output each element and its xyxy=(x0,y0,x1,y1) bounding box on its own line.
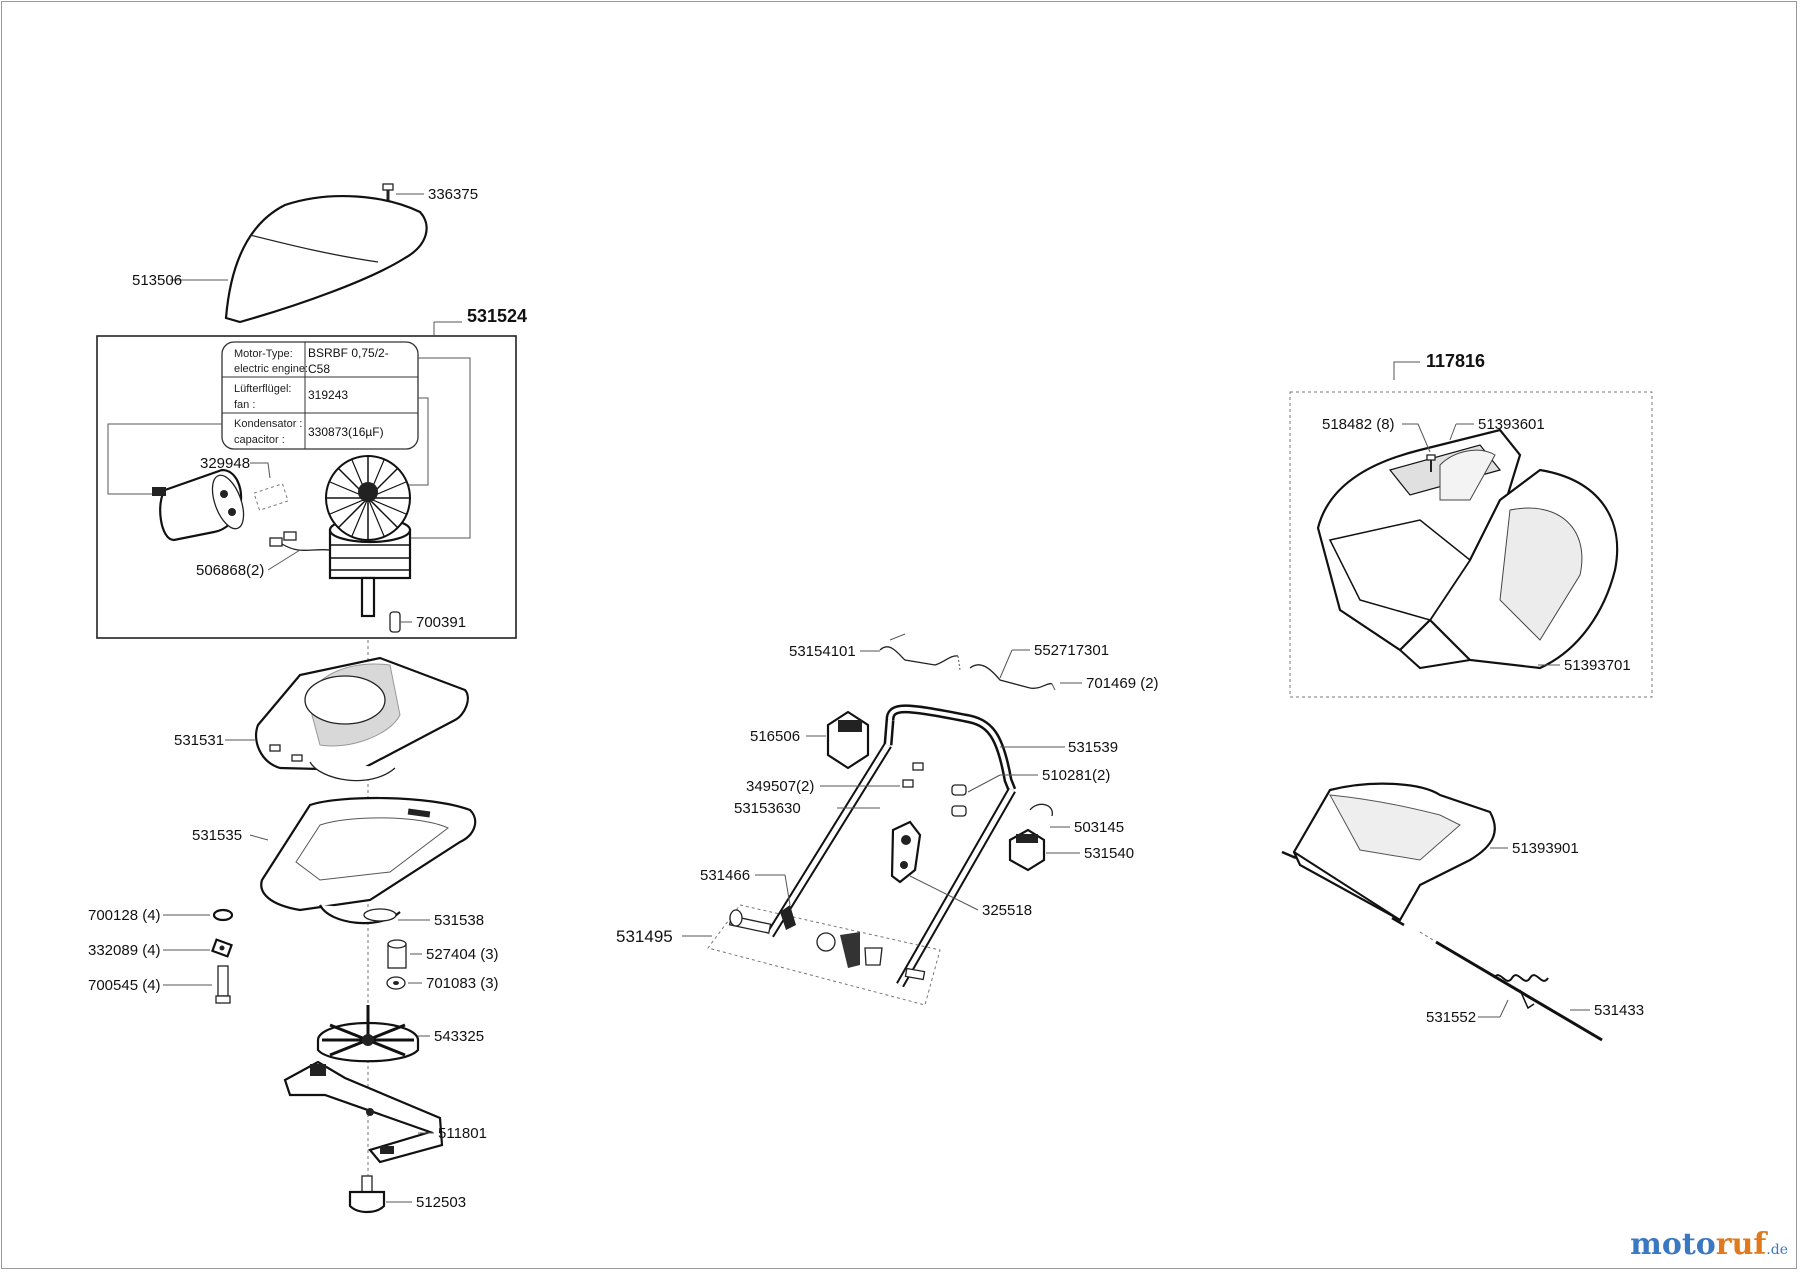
electric-motor xyxy=(325,455,412,618)
label-325518: 325518 xyxy=(982,902,1032,919)
block-516506 xyxy=(826,710,870,770)
clamp-assembly xyxy=(728,905,926,981)
label-512503: 512503 xyxy=(416,1194,466,1211)
brand-part2: ruf xyxy=(1715,1227,1767,1262)
label-531466: 531466 xyxy=(700,867,750,884)
motor-cover-513506 xyxy=(224,194,428,324)
clip-53154101 xyxy=(879,633,961,671)
label-531531: 531531 xyxy=(174,732,224,749)
capacitor xyxy=(152,468,245,542)
rod-531433 xyxy=(1435,940,1603,1042)
table-label-capacitor-en: capacitor : xyxy=(234,434,285,446)
brand-part1: moto xyxy=(1630,1227,1716,1262)
label-543325: 543325 xyxy=(434,1028,484,1045)
table-label-capacitor: Kondensator : xyxy=(234,418,303,430)
motor-housing-531531 xyxy=(254,656,469,782)
label-531539: 531539 xyxy=(1068,739,1118,756)
label-329948: 329948 xyxy=(200,455,250,472)
grass-catcher-bag xyxy=(1316,428,1619,670)
label-51393601: 51393601 xyxy=(1478,416,1545,433)
label-701083: 701083 (3) xyxy=(426,975,499,992)
motor-assembly-box xyxy=(96,335,517,639)
label-518482: 518482 (8) xyxy=(1322,416,1395,433)
label-53154101: 53154101 xyxy=(789,643,856,660)
spacer-527404 xyxy=(387,939,407,969)
motor-info-table: Motor-Type: electric engine: BSRBF 0,75/… xyxy=(221,341,419,450)
label-531540: 531540 xyxy=(1084,845,1134,862)
label-552717301: 552717301 xyxy=(1034,642,1109,659)
blade-511801 xyxy=(283,1060,444,1164)
deflector-51393901 xyxy=(1281,782,1496,927)
clip-552717301 xyxy=(969,664,1056,691)
label-531433: 531433 xyxy=(1594,1002,1644,1019)
connector-506868 xyxy=(269,531,331,552)
label-531495: 531495 xyxy=(616,927,673,946)
base-plate-531535 xyxy=(260,796,477,925)
table-label-electric-engine: electric engine: xyxy=(234,363,308,375)
bracket-325518 xyxy=(890,820,922,884)
label-511801: 511801 xyxy=(438,1125,487,1142)
label-531552: 531552 xyxy=(1426,1009,1476,1026)
label-51393901: 51393901 xyxy=(1512,840,1579,857)
table-label-fan-en: fan : xyxy=(234,399,255,411)
bolt-512503 xyxy=(348,1175,386,1214)
table-label-fan: Lüfterflügel: xyxy=(234,383,291,395)
washer-700128 xyxy=(212,908,234,922)
label-513506: 513506 xyxy=(132,272,182,289)
label-701469: 701469 (2) xyxy=(1086,675,1159,692)
label-516506: 516506 xyxy=(750,728,800,745)
label-332089: 332089 (4) xyxy=(88,942,161,959)
label-349507: 349507(2) xyxy=(746,778,814,795)
assembly-531495-outline xyxy=(707,904,941,1006)
label-53153630: 53153630 xyxy=(734,800,801,817)
label-531535: 531535 xyxy=(192,827,242,844)
label-336375: 336375 xyxy=(428,186,478,203)
brand-part3: .de xyxy=(1766,1242,1788,1258)
brand-logo: motoruf.de xyxy=(1630,1227,1788,1262)
grass-catcher-box xyxy=(1289,391,1653,698)
label-531524: 531524 xyxy=(467,306,527,326)
screw-518482 xyxy=(1426,454,1436,472)
part-329948 xyxy=(253,483,289,511)
label-700391: 700391 xyxy=(416,614,466,631)
label-527404: 527404 (3) xyxy=(426,946,499,963)
table-value-motor-type: BSRBF 0,75/2- xyxy=(308,346,389,360)
label-117816: 117816 xyxy=(1426,351,1485,371)
label-51393701: 51393701 xyxy=(1564,657,1631,674)
key-700391 xyxy=(389,611,401,633)
label-503145: 503145 xyxy=(1074,819,1124,836)
clip-503145 xyxy=(1029,803,1053,817)
nut-332089 xyxy=(211,938,233,958)
bolts-510281 xyxy=(951,784,967,817)
washer-701083 xyxy=(386,976,406,990)
handle-531539 xyxy=(766,704,1017,988)
label-531538: 531538 xyxy=(434,912,484,929)
fan-543325 xyxy=(316,1005,420,1063)
bolts-349507 xyxy=(902,762,924,788)
table-value-capacitor: 330873(16µF) xyxy=(308,425,384,439)
table-value-fan: 319243 xyxy=(308,388,348,402)
label-700128: 700128 (4) xyxy=(88,907,161,924)
table-label-motor-type: Motor-Type: xyxy=(234,348,293,360)
label-506868: 506868(2) xyxy=(196,562,264,579)
table-value-motor-type-suffix: C58 xyxy=(308,362,330,376)
block-531540 xyxy=(1008,828,1046,872)
label-510281: 510281(2) xyxy=(1042,767,1110,784)
label-700545: 700545 (4) xyxy=(88,977,161,994)
bolt-700545 xyxy=(215,965,231,1004)
